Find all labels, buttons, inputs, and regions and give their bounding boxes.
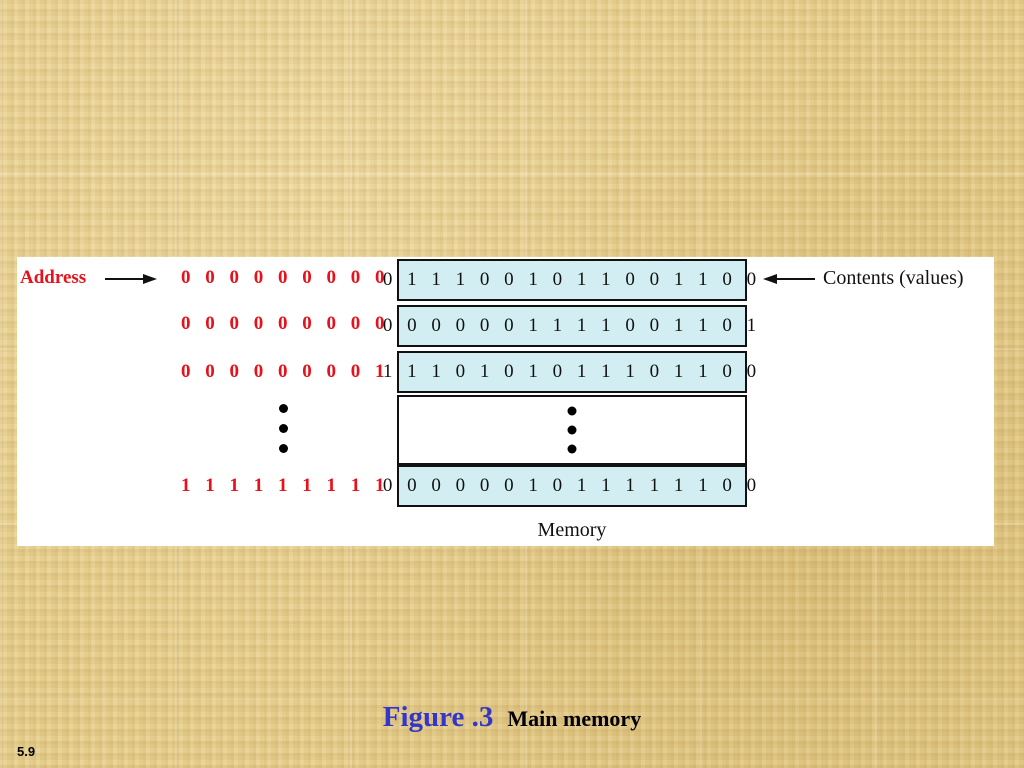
figure-caption: Figure .3 Main memory bbox=[0, 701, 1024, 734]
figure-title: Main memory bbox=[507, 706, 642, 731]
memory-value-last: 0 0 0 0 0 0 1 0 1 1 1 1 1 1 0 0 bbox=[382, 475, 762, 496]
address-row-3: 0 0 0 0 0 0 0 0 1 0 bbox=[181, 361, 414, 382]
right-arrow-icon bbox=[105, 274, 157, 284]
memory-cell-ellipsis bbox=[397, 395, 747, 465]
memory-value-3: 1 1 1 0 1 0 1 0 1 1 1 0 1 1 0 0 bbox=[382, 361, 762, 382]
memory-cell-3: 1 1 1 0 1 0 1 0 1 1 1 0 1 1 0 0 bbox=[383, 351, 756, 393]
memory-diagram: Address 0 0 0 0 0 0 0 0 0 0 0 0 0 0 0 0 … bbox=[17, 257, 994, 546]
ellipsis-dot bbox=[279, 424, 288, 433]
address-label: Address bbox=[20, 267, 87, 288]
ellipsis-dot bbox=[279, 444, 288, 453]
address-row-1: 0 0 0 0 0 0 0 0 0 0 bbox=[181, 267, 414, 288]
vertical-ellipsis-icon bbox=[567, 406, 577, 454]
memory-cell-last: 0 0 0 0 0 0 1 0 1 1 1 1 1 1 0 0 bbox=[383, 465, 756, 507]
memory-label: Memory bbox=[537, 519, 607, 541]
memory-cell-1: 0 1 1 1 0 0 1 0 1 1 0 0 1 1 0 0 bbox=[383, 259, 756, 301]
ellipsis-dot bbox=[279, 404, 288, 413]
slide-number: 5.9 bbox=[17, 744, 36, 759]
left-arrow-icon bbox=[763, 274, 815, 284]
figure-number: Figure .3 bbox=[382, 701, 494, 733]
memory-value-1: 0 1 1 1 0 0 1 0 1 1 0 0 1 1 0 0 bbox=[382, 269, 762, 290]
address-row-last: 1 1 1 1 1 1 1 1 1 1 bbox=[181, 475, 414, 496]
memory-cell-2: 0 0 0 0 0 0 1 1 1 1 0 0 1 1 0 1 bbox=[383, 305, 756, 347]
address-row-2: 0 0 0 0 0 0 0 0 0 1 bbox=[181, 313, 414, 334]
contents-label: Contents (values) bbox=[823, 267, 964, 289]
memory-value-2: 0 0 0 0 0 0 1 1 1 1 0 0 1 1 0 1 bbox=[382, 315, 762, 336]
